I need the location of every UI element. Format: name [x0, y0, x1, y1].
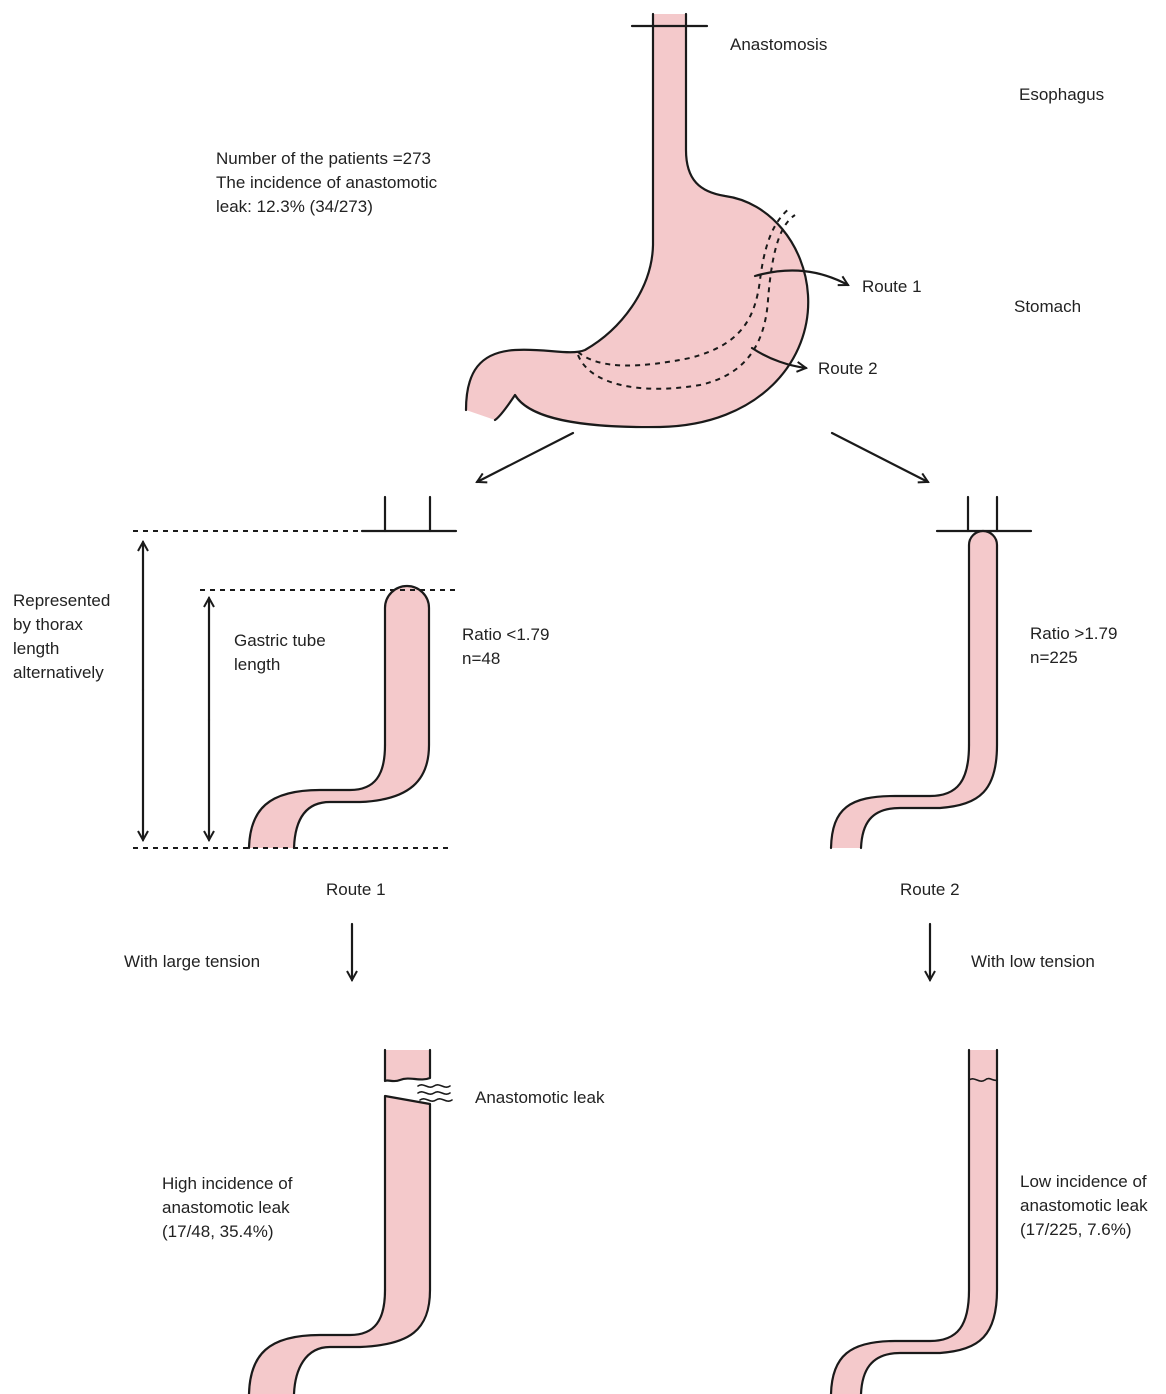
- low-line1: Low incidence of: [1020, 1170, 1147, 1194]
- branch-arrow-left: [477, 433, 573, 482]
- stomach-route2-label: Route 2: [818, 357, 878, 381]
- low-tension-label: With low tension: [971, 950, 1095, 974]
- thorax-line3: length: [13, 637, 59, 661]
- branch-arrow-right: [832, 433, 928, 482]
- intact-tube: [831, 1050, 997, 1394]
- incidence-line1: The incidence of anastomotic: [216, 171, 437, 195]
- low-line2: anastomotic leak: [1020, 1194, 1148, 1218]
- esophagus-label: Esophagus: [1019, 83, 1104, 107]
- thorax-line1: Represented: [13, 589, 110, 613]
- gastric-line1: Gastric tube: [234, 629, 326, 653]
- route1-label: Route 1: [326, 878, 386, 902]
- patients-count: Number of the patients =273: [216, 147, 431, 171]
- anastomosis-label: Anastomosis: [730, 33, 827, 57]
- route2-tube: [831, 497, 1031, 848]
- low-line3: (17/225, 7.6%): [1020, 1218, 1132, 1242]
- stomach-route1-label: Route 1: [862, 275, 922, 299]
- leak-tube: [249, 1050, 452, 1394]
- n-high-label: n=225: [1030, 646, 1078, 670]
- thorax-line2: by thorax: [13, 613, 83, 637]
- stomach-illustration: [466, 14, 848, 427]
- anastomotic-leak-label: Anastomotic leak: [475, 1086, 604, 1110]
- gastric-line2: length: [234, 653, 280, 677]
- high-line3: (17/48, 35.4%): [162, 1220, 274, 1244]
- incidence-line2: leak: 12.3% (34/273): [216, 195, 373, 219]
- large-tension-label: With large tension: [124, 950, 260, 974]
- n-low-label: n=48: [462, 647, 500, 671]
- thorax-line4: alternatively: [13, 661, 104, 685]
- stomach-label: Stomach: [1014, 295, 1081, 319]
- high-line1: High incidence of: [162, 1172, 292, 1196]
- high-line2: anastomotic leak: [162, 1196, 290, 1220]
- ratio-high-label: Ratio >1.79: [1030, 622, 1117, 646]
- route1-tube: [133, 497, 456, 848]
- ratio-low-label: Ratio <1.79: [462, 623, 549, 647]
- route2-label: Route 2: [900, 878, 960, 902]
